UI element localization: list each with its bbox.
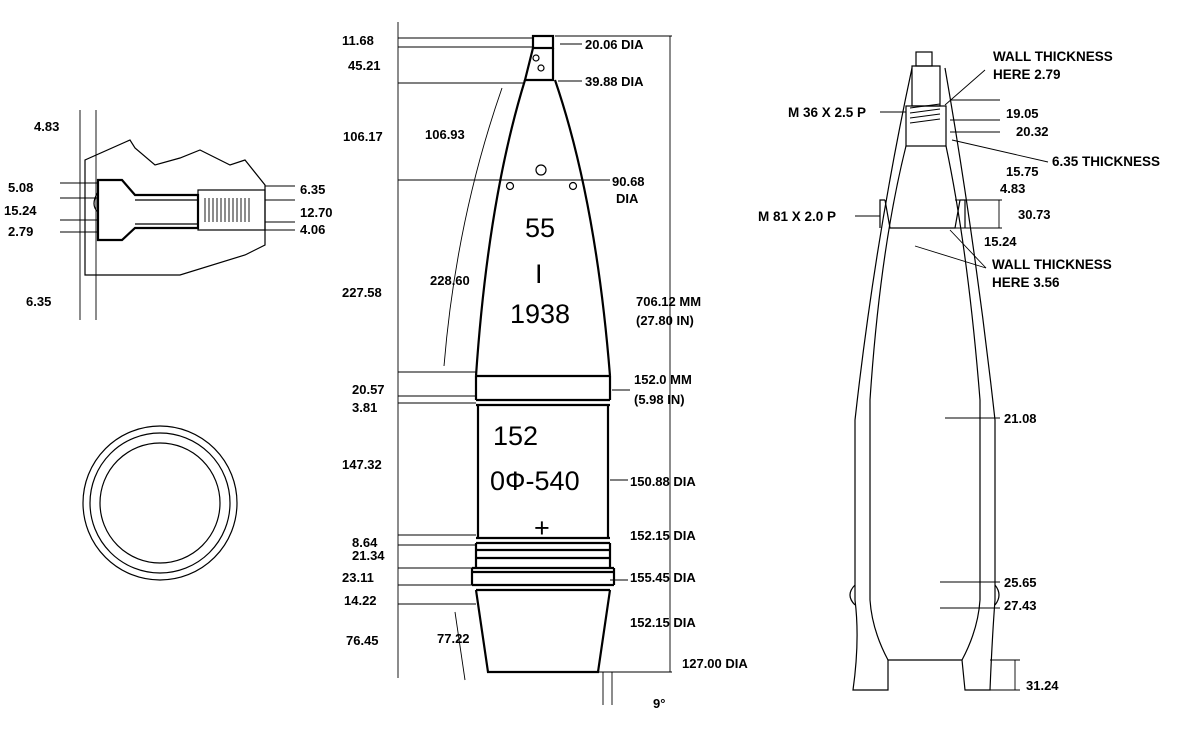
dim-228-60: 228.60 [430,273,470,288]
label-wall-thickness-bottom: WALL THICKNESS [992,257,1112,272]
dim-155-45-dia: 155.45 DIA [630,570,696,585]
fuze-dim-15-24: 15.24 [4,203,37,218]
dim-15-24-section: 15.24 [984,234,1017,249]
dim-8-64: 8.64 [352,535,378,550]
dim-9-degrees: 9° [653,696,665,711]
dim-127-00-dia: 127.00 DIA [682,656,748,671]
dim-14-22: 14.22 [344,593,377,608]
projectile-exterior [470,34,616,674]
marking-55: 55 [525,213,555,243]
label-here-3-56: HERE 3.56 [992,275,1060,290]
dim-77-22: 77.22 [437,631,470,646]
fuze-dim-4-06: 4.06 [300,222,325,237]
thread-hatching [204,198,250,222]
dim-150-88-dia: 150.88 DIA [630,474,696,489]
dim-30-73: 30.73 [1018,207,1051,222]
dim-20-06-dia: 20.06 DIA [585,37,644,52]
dim-27-80-in: (27.80 IN) [636,313,694,328]
dim-3-81: 3.81 [352,400,377,415]
projectile-section-view [849,51,1049,691]
dim-11-68: 11.68 [342,33,374,48]
base-view-rings [82,425,238,581]
dim-21-08: 21.08 [1004,411,1037,426]
projectile-right-dims: 20.06 DIA 39.88 DIA 90.68 DIA 706.12 MM … [585,37,748,711]
dim-20-32: 20.32 [1016,124,1049,139]
dim-25-65: 25.65 [1004,575,1037,590]
dim-31-24: 31.24 [1026,678,1059,693]
section-labels: WALL THICKNESS HERE 2.79 M 36 X 2.5 P 19… [758,49,1160,693]
dim-90-68-dia: DIA [616,191,639,206]
dim-152-15-dia-upper: 152.15 DIA [630,528,696,543]
fuze-dim-12-70: 12.70 [300,205,333,220]
section-thread-hatching [909,103,941,124]
dim-147-32: 147.32 [342,457,382,472]
projectile-markings: 55 I 1938 152 0Ф-540 + [490,213,580,543]
dim-23-11: 23.11 [342,570,374,585]
projectile-dimension-lines [397,22,672,705]
fuze-dim-2-79: 2.79 [8,224,33,239]
dim-76-45: 76.45 [346,633,379,648]
fuze-dim-4-83: 4.83 [34,119,59,134]
dim-21-34: 21.34 [352,548,385,563]
dim-5-98-in: (5.98 IN) [634,392,685,407]
dim-19-05: 19.05 [1006,106,1039,121]
fuze-section-view: 4.83 5.08 15.24 2.79 6.35 6.35 12.70 4.0… [4,110,333,320]
dim-20-57: 20.57 [352,382,385,397]
label-m81-thread: M 81 X 2.0 P [758,209,836,224]
dim-4-83-section: 4.83 [1000,181,1025,196]
dim-15-75: 15.75 [1006,164,1039,179]
marking-1938: 1938 [510,299,570,329]
projectile-left-dims: 11.68 45.21 106.17 106.93 227.58 228.60 … [342,33,470,648]
label-wall-thickness-top: WALL THICKNESS [993,49,1113,64]
dim-106-17: 106.17 [343,129,383,144]
label-6-35-thickness: 6.35 THICKNESS [1052,154,1160,169]
dim-106-93: 106.93 [425,127,465,142]
marking-plus: + [534,513,550,543]
marking-i: I [535,259,543,289]
fuze-dim-5-08: 5.08 [8,180,33,195]
marking-0f-540: 0Ф-540 [490,466,580,496]
dim-45-21: 45.21 [348,58,381,73]
dim-27-43: 27.43 [1004,598,1037,613]
dim-152-0-mm: 152.0 MM [634,372,692,387]
label-m36-thread: M 36 X 2.5 P [788,105,866,120]
dim-90-68: 90.68 [612,174,645,189]
dim-39-88-dia: 39.88 DIA [585,74,644,89]
label-here-2-79: HERE 2.79 [993,67,1061,82]
dim-152-15-dia-lower: 152.15 DIA [630,615,696,630]
fuze-dim-6-35-right: 6.35 [300,182,325,197]
dim-706-12-mm: 706.12 MM [636,294,701,309]
dim-227-58: 227.58 [342,285,382,300]
fuze-dim-6-35-bottom: 6.35 [26,294,51,309]
marking-152: 152 [493,421,538,451]
